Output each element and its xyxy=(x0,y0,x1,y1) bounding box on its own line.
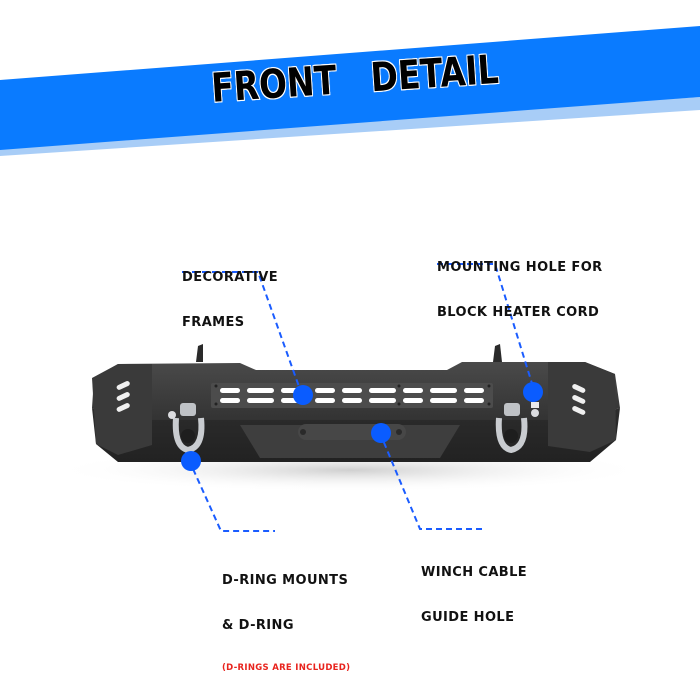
callout-line: WINCH CABLE xyxy=(421,565,528,580)
callout-line: FRAMES xyxy=(182,315,245,330)
callout-line: GUIDE HOLE xyxy=(421,610,515,625)
callout-line: DECORATIVE xyxy=(182,270,278,285)
leader-lines xyxy=(182,263,535,532)
callout-winch-cable: WINCH CABLE GUIDE HOLE xyxy=(421,535,527,640)
end-slots xyxy=(116,381,586,415)
header-banner xyxy=(0,26,700,156)
hotspot-markers xyxy=(181,382,543,471)
d-ring-left xyxy=(168,403,205,454)
marker-winch-cable xyxy=(371,423,391,443)
callout-line: MOUNTING HOLE FOR xyxy=(437,260,603,275)
callout-decorative-frames: DECORATIVE FRAMES xyxy=(182,240,278,345)
callout-note: (D-RINGS ARE INCLUDED) xyxy=(222,663,351,673)
callout-line: D-RING MOUNTS xyxy=(222,573,349,588)
callout-d-ring-mounts: D-RING MOUNTS & D-RING (D-RINGS ARE INCL… xyxy=(222,543,350,688)
mounting-tabs xyxy=(196,344,502,362)
decorative-frame-plate xyxy=(211,383,493,408)
d-ring-right xyxy=(495,402,539,454)
marker-d-ring xyxy=(181,451,201,471)
marker-mounting-hole xyxy=(523,382,543,402)
marker-decorative-frames xyxy=(293,385,313,405)
callout-mounting-hole: MOUNTING HOLE FOR BLOCK HEATER CORD xyxy=(437,230,603,335)
callout-line: & D-RING xyxy=(222,618,294,633)
callout-line: BLOCK HEATER CORD xyxy=(437,305,600,320)
